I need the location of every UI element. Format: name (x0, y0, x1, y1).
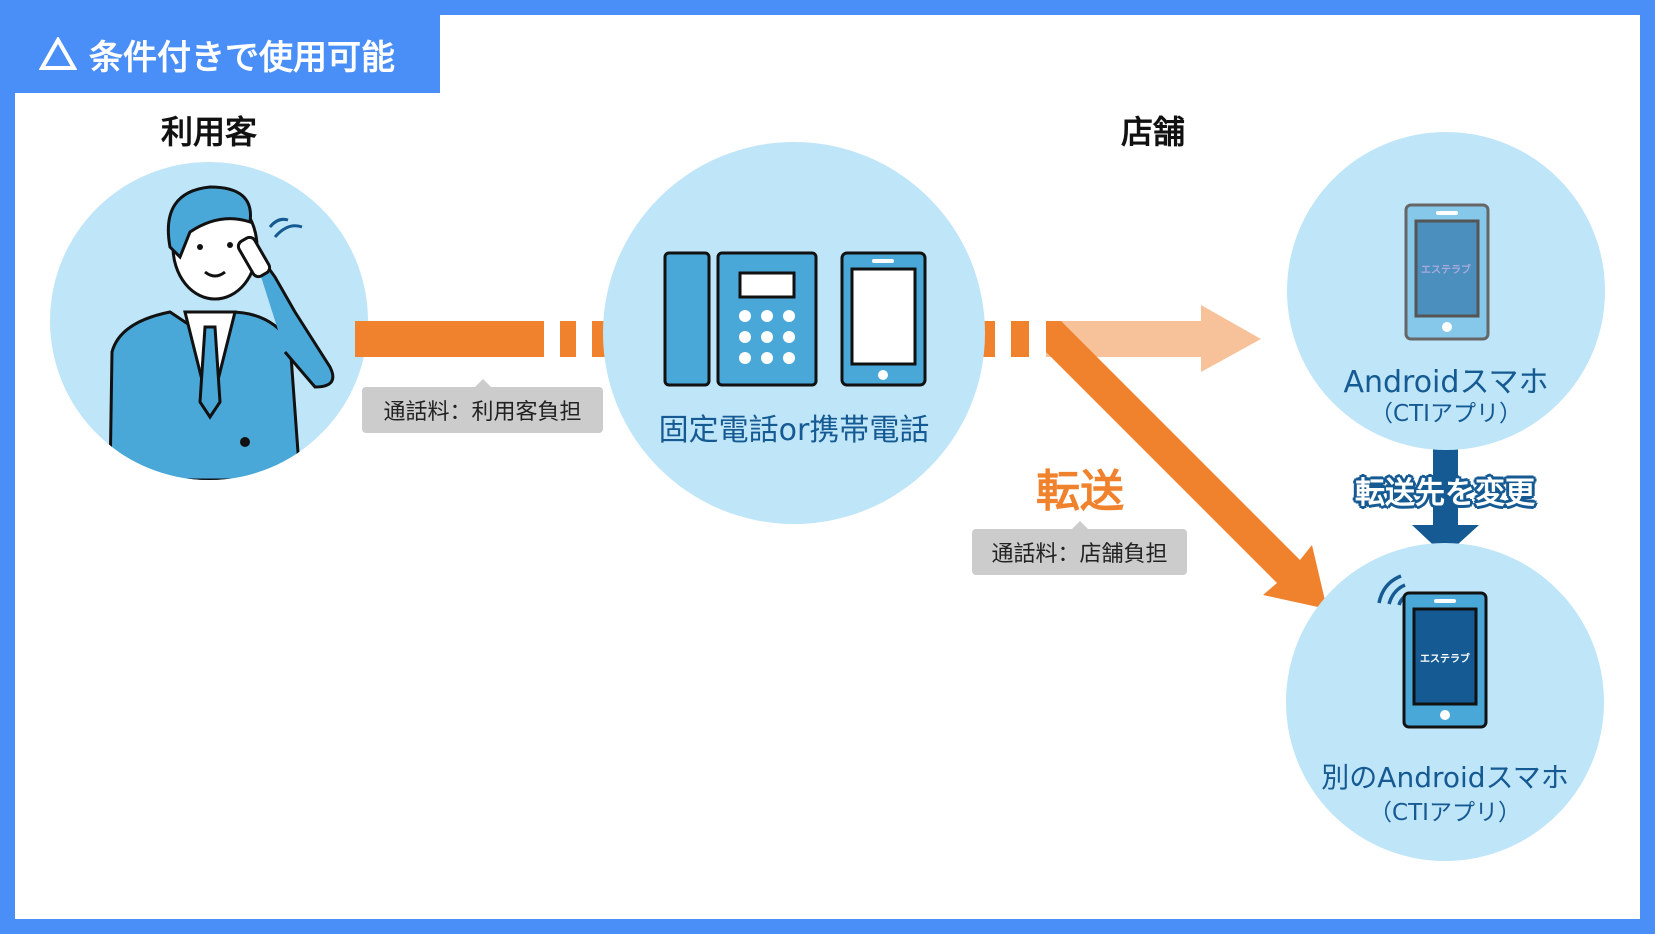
store-label: 店舗 (1120, 113, 1186, 151)
android-subtitle: （CTIアプリ） (1370, 401, 1522, 427)
app-screen-logo: エステラブ (1420, 654, 1470, 665)
customer-circle (50, 162, 368, 480)
call-line-segment (592, 321, 606, 357)
triangle-outline-icon (39, 37, 77, 70)
customer-fee-label: 通話料：利用客負担 (362, 379, 603, 433)
header-title: 条件付きで使用可能 (89, 37, 395, 78)
connection-arrows (355, 305, 1479, 609)
call-line-segment (983, 321, 995, 357)
customer-label: 利用客 (160, 113, 258, 151)
change-destination-label: 転送先を変更 (1355, 476, 1535, 511)
mobile-phone-icon (840, 251, 927, 387)
app-screen-logo: エステラブ (1421, 265, 1471, 276)
android-circle: エステラブ Androidスマホ （CTIアプリ） (1287, 132, 1605, 450)
android-phone-icon (1404, 203, 1490, 341)
call-line-segment (1011, 321, 1029, 357)
diagram-canvas: 条件付きで使用可能 利用客 店舗 通話料：利用客負担 固定電話or携帯電話 転送… (15, 15, 1640, 919)
phone-caption: 固定電話or携帯電話 (658, 413, 930, 448)
transfer-arrow (1046, 321, 1327, 609)
android-phone-active-icon (1402, 591, 1488, 729)
other-android-subtitle: （CTIアプリ） (1369, 800, 1521, 826)
other-android-circle: エステラブ 別のAndroidスマホ （CTIアプリ） (1286, 543, 1604, 861)
call-line-segment (355, 321, 544, 357)
store-phone-circle (603, 142, 985, 524)
other-android-title: 別のAndroidスマホ (1321, 761, 1569, 794)
desk-phone-icon (663, 251, 818, 387)
direct-arrow-light (1046, 305, 1261, 372)
android-title: Androidスマホ (1343, 365, 1549, 400)
transfer-label: 転送 (1036, 466, 1124, 517)
businessman-on-phone-illustration (108, 185, 335, 480)
store-fee-label: 通話料：店舗負担 (972, 521, 1187, 575)
change-destination-arrow (1412, 449, 1479, 556)
call-line-segment (560, 321, 576, 357)
availability-header: 条件付きで使用可能 (15, 15, 440, 93)
